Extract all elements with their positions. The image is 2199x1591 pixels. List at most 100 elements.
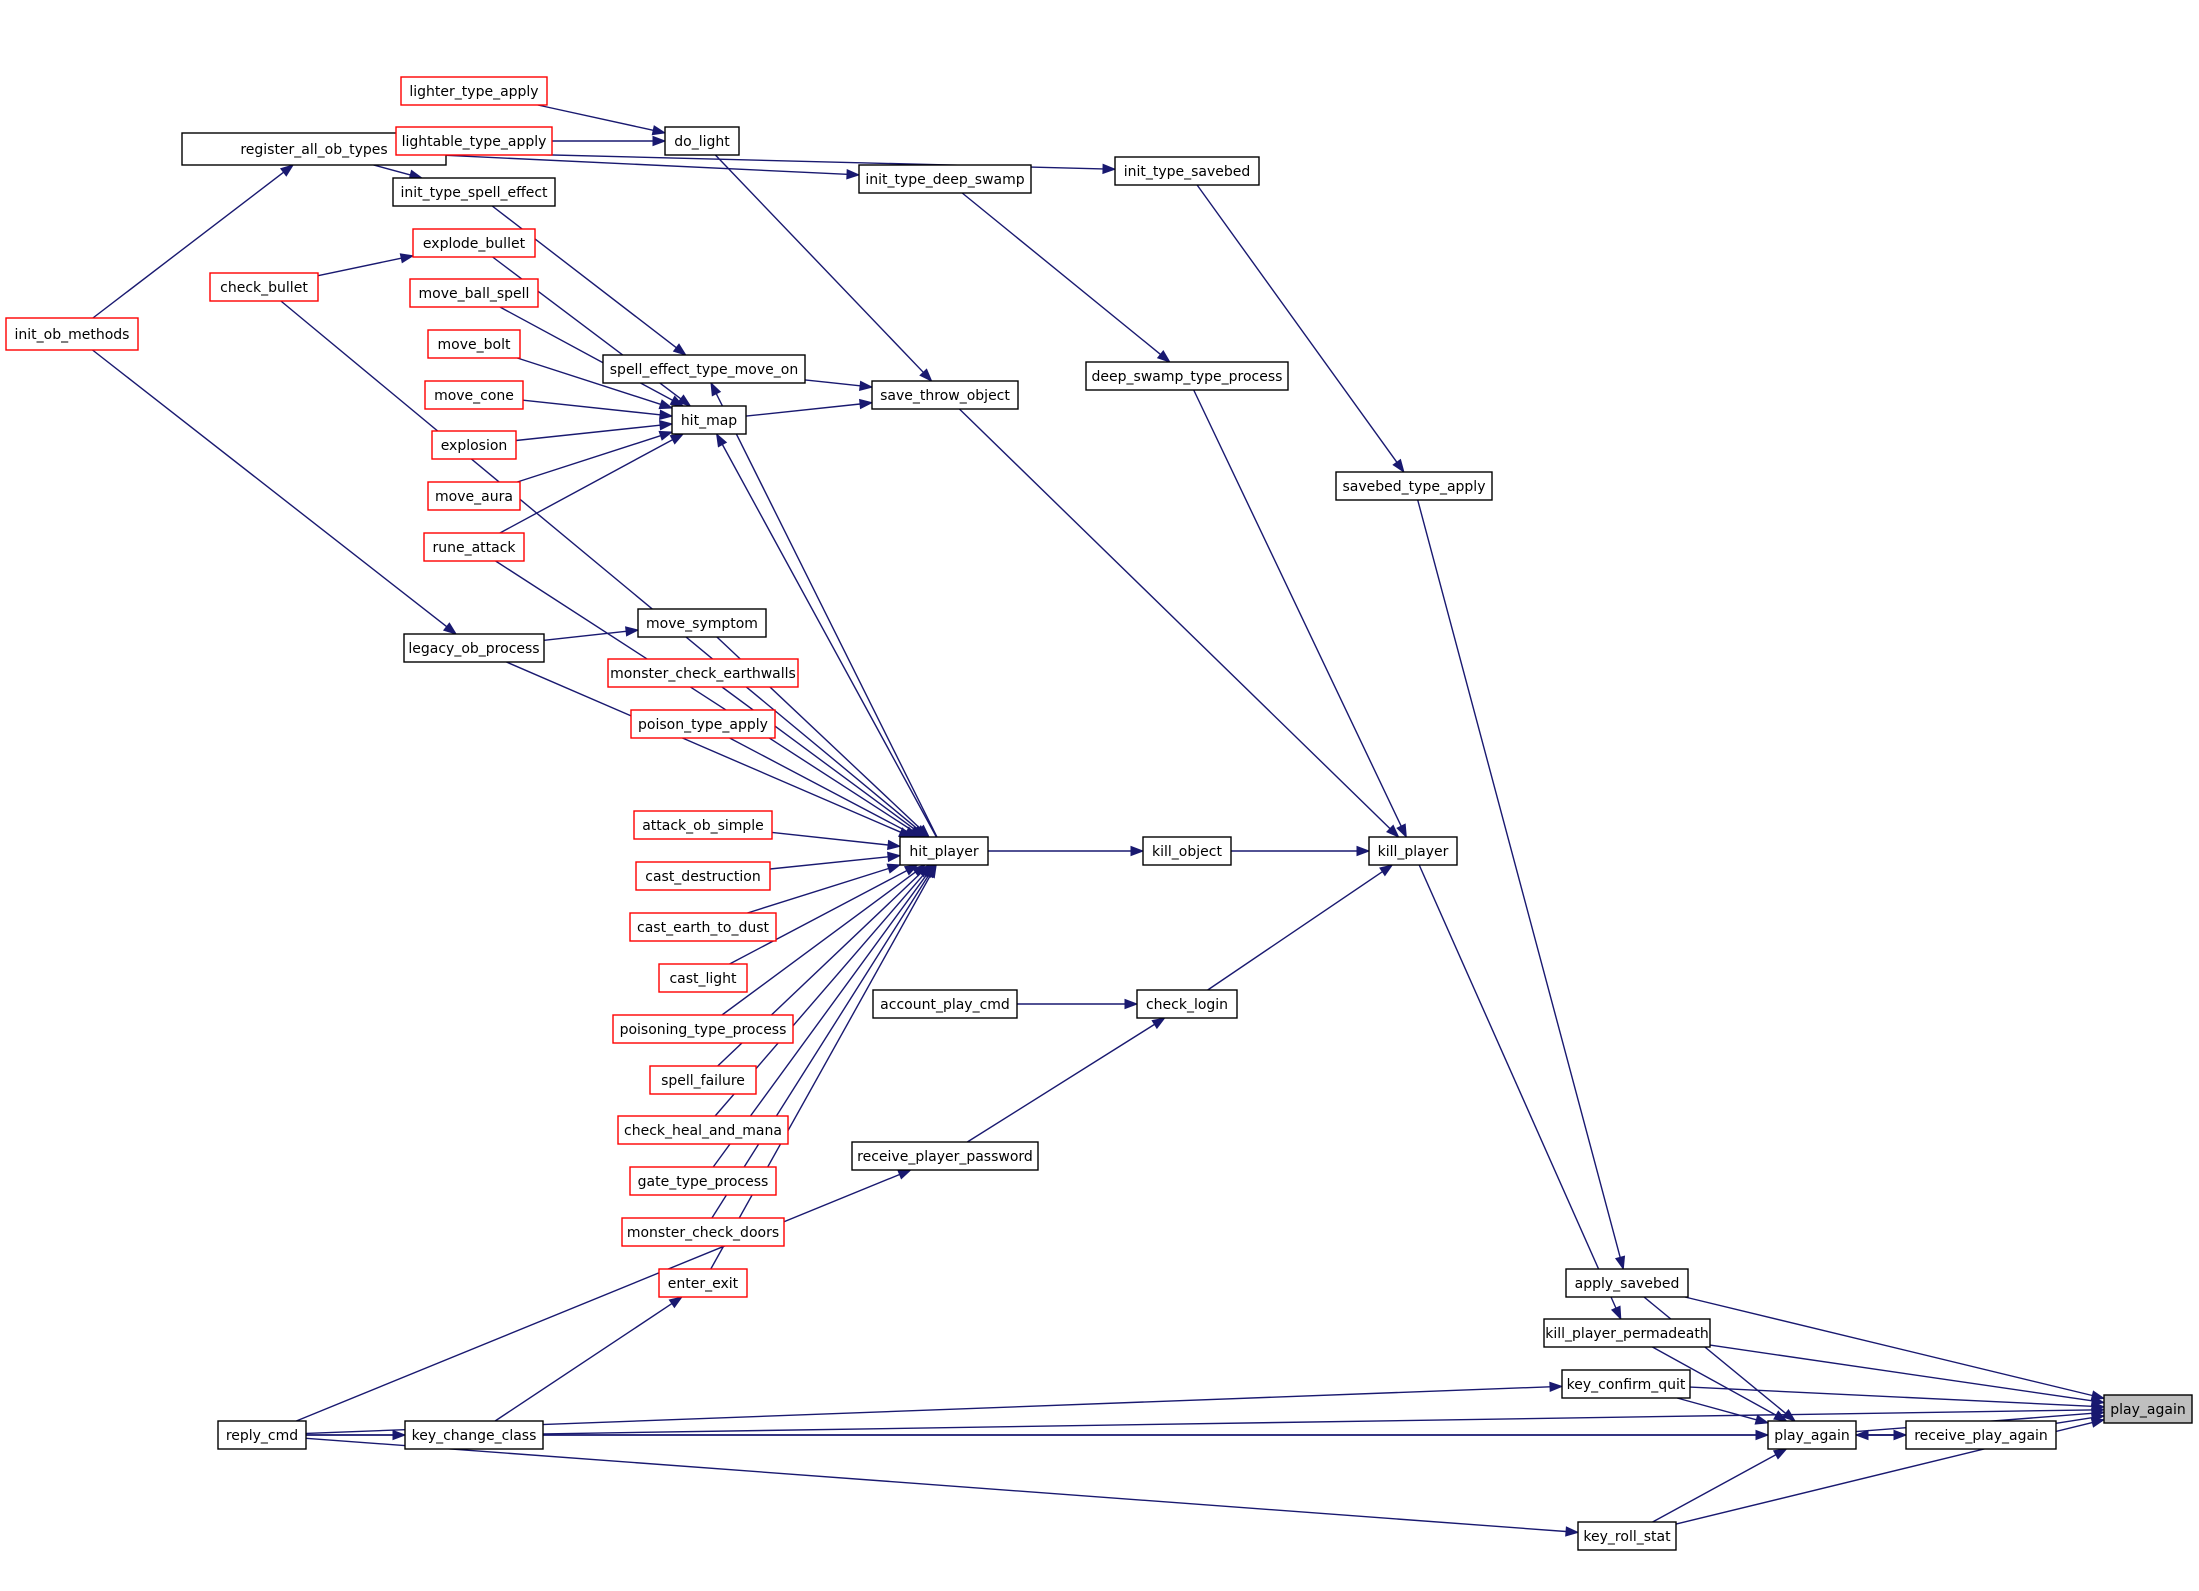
node-kill_object[interactable]: kill_object (1142, 836, 1232, 866)
arrowhead-icon (1854, 1429, 1869, 1441)
node-monster_check_doors[interactable]: monster_check_doors (621, 1217, 785, 1247)
edge-receive_play_again-to-play_again (1854, 1429, 1906, 1441)
node-attack_ob_simple[interactable]: attack_ob_simple (633, 810, 773, 840)
node-box (409, 278, 539, 308)
edge-hit_map-to-save_throw_object (745, 398, 874, 417)
node-deep_swamp_type_process[interactable]: deep_swamp_type_process (1085, 361, 1289, 391)
node-receive_player_password[interactable]: receive_player_password (851, 1141, 1039, 1171)
node-box (404, 1420, 544, 1450)
edge-line (771, 831, 889, 846)
edge-init_type_deep_swamp-to-deep_swamp_type_process (961, 192, 1171, 363)
node-move_cone[interactable]: move_cone (424, 380, 524, 410)
node-save_throw_object[interactable]: save_throw_object (871, 380, 1019, 410)
edge-reply_cmd-to-key_roll_stat (305, 1437, 1580, 1537)
node-box (664, 126, 740, 156)
node-label: kill_object (1152, 844, 1222, 860)
node-apply_savebed[interactable]: apply_savebed (1565, 1268, 1689, 1298)
node-label: enter_exit (668, 1276, 739, 1292)
node-box (630, 709, 776, 739)
node-move_symptom[interactable]: move_symptom (637, 608, 767, 638)
node-label: account_play_cmd (880, 997, 1010, 1013)
node-legacy_ob_process[interactable]: legacy_ob_process (403, 633, 545, 663)
node-key_confirm_quit[interactable]: key_confirm_quit (1561, 1369, 1691, 1399)
edge-kill_player_permadeath-to-play_again (1652, 1346, 1788, 1422)
edge-rune_attack-to-hit_player (495, 560, 924, 838)
node-kill_player_permadeath[interactable]: kill_player_permadeath (1543, 1318, 1711, 1348)
node-account_play_cmd[interactable]: account_play_cmd (872, 989, 1018, 1019)
node-label: save_throw_object (880, 388, 1010, 404)
edge-key_change_class-to-play_again_root (542, 1404, 2106, 1435)
edge-line (317, 257, 402, 277)
edge-line (537, 104, 654, 131)
node-lighter_type_apply[interactable]: lighter_type_apply (400, 76, 548, 106)
node-label: spell_failure (661, 1073, 745, 1089)
edge-deep_swamp_type_process-to-kill_player (1193, 389, 1407, 839)
node-box (1136, 989, 1238, 1019)
node-check_bullet[interactable]: check_bullet (209, 272, 319, 302)
node-poison_type_apply[interactable]: poison_type_apply (630, 709, 776, 739)
node-kill_player[interactable]: kill_player (1368, 836, 1458, 866)
node-receive_play_again[interactable]: receive_play_again (1905, 1420, 2057, 1450)
node-poisoning_type_process[interactable]: poisoning_type_process (612, 1014, 794, 1044)
node-enter_exit[interactable]: enter_exit (658, 1268, 748, 1298)
node-box (637, 608, 767, 638)
node-savebed_type_apply[interactable]: savebed_type_apply (1335, 471, 1493, 501)
node-key_roll_stat[interactable]: key_roll_stat (1577, 1521, 1677, 1551)
node-do_light[interactable]: do_light (664, 126, 740, 156)
node-rune_attack[interactable]: rune_attack (423, 532, 525, 562)
node-reply_cmd[interactable]: reply_cmd (217, 1420, 307, 1450)
node-move_aura[interactable]: move_aura (427, 481, 521, 511)
arrowhead-icon (1124, 998, 1139, 1010)
node-box (617, 1115, 789, 1145)
node-explosion[interactable]: explosion (431, 430, 517, 460)
node-box (871, 380, 1019, 410)
node-spell_effect_type_move_on[interactable]: spell_effect_type_move_on (602, 354, 806, 384)
node-check_login[interactable]: check_login (1136, 989, 1238, 1019)
arrowhead-icon (669, 395, 685, 407)
node-play_again[interactable]: play_again (1767, 1420, 1857, 1450)
node-move_ball_spell[interactable]: move_ball_spell (409, 278, 539, 308)
node-monster_check_earthwalls[interactable]: monster_check_earthwalls (607, 658, 799, 688)
node-cast_destruction[interactable]: cast_destruction (635, 861, 771, 891)
node-label: init_type_spell_effect (400, 185, 548, 201)
edge-line (1684, 1296, 2093, 1397)
node-spell_failure[interactable]: spell_failure (649, 1065, 757, 1095)
node-move_bolt[interactable]: move_bolt (427, 329, 521, 359)
node-init_type_deep_swamp[interactable]: init_type_deep_swamp (858, 164, 1032, 194)
edge-kill_player-to-kill_player_permadeath (1418, 864, 1622, 1321)
node-label: receive_play_again (1914, 1428, 2048, 1444)
node-box (1543, 1318, 1711, 1348)
node-box (635, 861, 771, 891)
arrowhead-icon (659, 409, 674, 420)
arrowhead-icon (1754, 1414, 1770, 1425)
node-lightable_type_apply[interactable]: lightable_type_apply (395, 126, 553, 156)
node-label: init_type_savebed (1124, 164, 1251, 180)
edge-line (296, 1173, 900, 1422)
node-box (1561, 1369, 1691, 1399)
edge-line (1652, 1346, 1777, 1416)
edge-kill_object-to-kill_player (1231, 845, 1371, 857)
node-hit_map[interactable]: hit_map (671, 405, 747, 435)
node-cast_light[interactable]: cast_light (658, 963, 748, 993)
node-box (209, 272, 319, 302)
edge-poison_type_apply-to-hit_player (729, 737, 919, 838)
edge-rune_attack-to-hit_map (499, 433, 685, 534)
node-init_type_savebed[interactable]: init_type_savebed (1114, 156, 1260, 186)
edge-line (1193, 389, 1402, 827)
edge-key_roll_stat-to-play_again (1652, 1448, 1788, 1523)
node-gate_type_process[interactable]: gate_type_process (629, 1166, 777, 1196)
node-init_type_spell_effect[interactable]: init_type_spell_effect (392, 177, 556, 207)
node-cast_earth_to_dust[interactable]: cast_earth_to_dust (629, 912, 777, 942)
node-box (858, 164, 1032, 194)
node-init_ob_methods[interactable]: init_ob_methods (5, 317, 139, 351)
node-box (412, 228, 536, 258)
edge-line (2055, 1417, 2093, 1424)
node-check_heal_and_mana[interactable]: check_heal_and_mana (617, 1115, 789, 1145)
node-box (217, 1420, 307, 1450)
node-box (1767, 1420, 1857, 1450)
node-explode_bullet[interactable]: explode_bullet (412, 228, 536, 258)
node-play_again_root[interactable]: play_again (2103, 1394, 2193, 1424)
edge-key_change_class-to-enter_exit (494, 1296, 684, 1422)
node-key_change_class[interactable]: key_change_class (404, 1420, 544, 1450)
node-hit_player[interactable]: hit_player (899, 836, 989, 866)
